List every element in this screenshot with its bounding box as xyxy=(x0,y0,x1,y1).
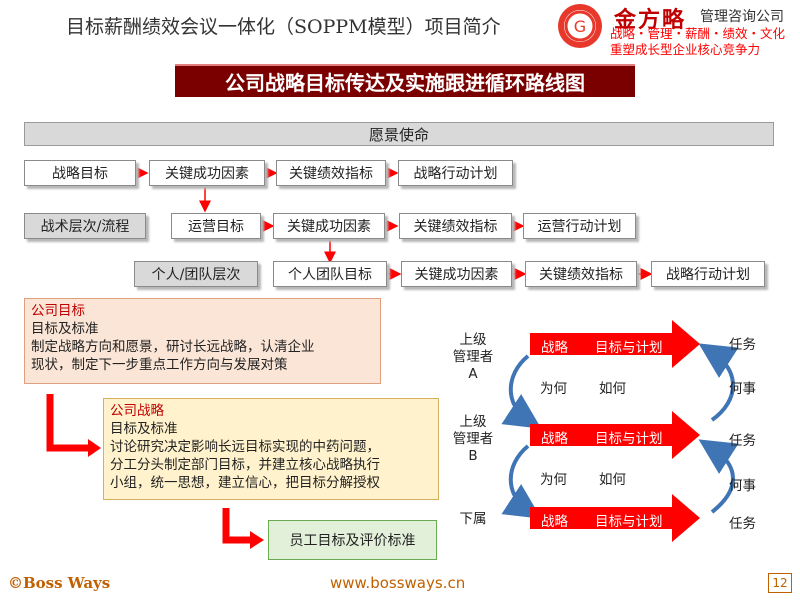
level-b-line: 上级 xyxy=(459,414,487,430)
level-b-line: B xyxy=(468,448,478,464)
arrow-2-right-label: 目标与计划 xyxy=(595,431,663,447)
level-a-line: 上级 xyxy=(459,332,487,348)
row2-box-4: 运营行动计划 xyxy=(523,213,636,239)
company-goal-heading: 公司目标 xyxy=(31,303,85,319)
company-strategy-panel: 公司战略 目标及标准 讨论研究决定影响长远目标实现的中药问题， 分工分头制定部门… xyxy=(103,398,439,500)
logo-tagline: 战略・管理・薪酬・绩效・文化 xyxy=(610,26,786,41)
arrow-3-right-label: 目标与计划 xyxy=(595,514,663,530)
company-goal-line: 目标及标准 xyxy=(31,321,99,337)
row1-box-3: 关键绩效指标 xyxy=(276,160,386,186)
arrow-1-left-label: 战略 xyxy=(541,340,568,356)
level-a-line: A xyxy=(468,366,478,382)
subordinate-label: 下属 xyxy=(459,511,487,527)
row3-box-1: 个人团队目标 xyxy=(273,261,387,287)
how-label-2: 如何 xyxy=(599,472,626,488)
row3-box-3: 关键绩效指标 xyxy=(525,261,637,287)
arrow-1-right-label: 目标与计划 xyxy=(595,340,663,356)
row1-box-4: 战略行动计划 xyxy=(398,160,513,186)
row2-box-2: 关键成功因素 xyxy=(273,213,385,239)
row1-box-2: 关键成功因素 xyxy=(149,160,265,186)
row2-box-3: 关键绩效指标 xyxy=(399,213,512,239)
svg-text:G: G xyxy=(574,17,586,36)
slide-title: 目标薪酬绩效会议一体化（SOPPM模型）项目简介 xyxy=(66,16,501,38)
logo-brand: 金方略 xyxy=(614,7,687,33)
company-strategy-line: 小组，统一思想，建立信心，把目标分解授权 xyxy=(110,475,380,491)
vision-mission-bar: 愿景使命 xyxy=(24,122,774,146)
task-label-1: 任务 xyxy=(729,337,756,353)
logo-slogan: 重塑成长型企业核心竞争力 xyxy=(610,42,761,57)
diagram-banner: 公司战略目标传达及实施跟进循环路线图 xyxy=(175,64,635,97)
company-strategy-heading: 公司战略 xyxy=(110,403,164,419)
arrow-2-left-label: 战略 xyxy=(541,431,568,447)
row1-box-1: 战略目标 xyxy=(24,160,136,186)
footer-copyright: ©Boss Ways xyxy=(8,574,111,592)
why-label-1: 为何 xyxy=(540,381,567,397)
what-label-2: 何事 xyxy=(729,478,756,494)
why-label-2: 为何 xyxy=(540,472,567,488)
level-a-line: 管理者 xyxy=(452,349,494,365)
what-label-1: 何事 xyxy=(729,381,756,397)
footer-url[interactable]: www.bossways.cn xyxy=(330,574,466,592)
arrow-3-left-label: 战略 xyxy=(541,514,568,530)
company-strategy-line: 目标及标准 xyxy=(110,421,178,437)
row2-box-1: 运营目标 xyxy=(171,213,261,239)
how-label-1: 如何 xyxy=(599,381,626,397)
task-label-2: 任务 xyxy=(729,433,756,449)
logo-company: 管理咨询公司 xyxy=(700,9,784,25)
company-strategy-line: 分工分头制定部门目标，并建立核心战略执行 xyxy=(110,457,380,473)
page-number: 12 xyxy=(768,573,792,593)
company-goal-line: 现状，制定下一步重点工作方向与发展对策 xyxy=(31,357,288,373)
row2-level-label: 战术层次/流程 xyxy=(24,213,146,239)
staff-goal-box: 员工目标及评价标准 xyxy=(268,520,437,560)
company-goal-line: 制定战略方向和愿景，研讨长远战略，认清企业 xyxy=(31,339,315,355)
task-label-3: 任务 xyxy=(729,516,756,532)
level-a-label: 上级 管理者 A xyxy=(448,332,498,383)
level-b-label: 上级 管理者 B xyxy=(448,414,498,465)
row3-box-2: 关键成功因素 xyxy=(401,261,512,287)
level-b-line: 管理者 xyxy=(452,431,494,447)
row3-level-label: 个人/团队层次 xyxy=(134,261,258,287)
row3-box-4: 战略行动计划 xyxy=(651,261,765,287)
logo-emblem-icon: G xyxy=(558,4,602,48)
company-strategy-line: 讨论研究决定影响长远目标实现的中药问题， xyxy=(110,439,380,455)
company-goal-panel: 公司目标 目标及标准 制定战略方向和愿景，研讨长远战略，认清企业 现状，制定下一… xyxy=(24,298,381,384)
